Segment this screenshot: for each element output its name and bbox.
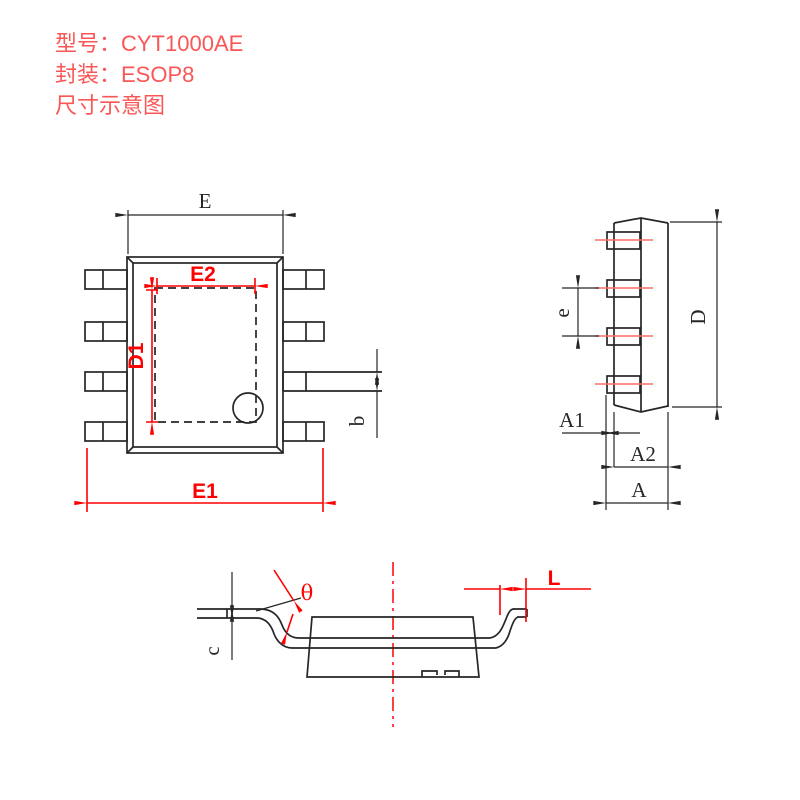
dim-label-b: b [345,416,369,427]
dim-label-D: D [686,309,710,324]
dim-label-E2: E2 [190,263,216,286]
side-body-outline [613,217,669,413]
body-notch [421,670,460,677]
package-body-outline [126,256,284,454]
height-extension-lines [605,395,669,510]
dim-b: b [345,349,380,438]
top-view: E E2 D1 E1 [74,189,382,512]
profile-body [306,616,480,678]
dim-label-E: E [199,189,212,213]
pin [282,321,325,342]
pin [84,421,128,442]
dim-e: e [550,275,599,349]
dim-label-A2: A2 [630,442,656,466]
dim-D1: D1 [125,277,158,435]
caption-line: 尺寸示意图 [55,93,166,118]
right-lead [489,608,528,649]
left-lead [197,608,300,649]
side-pins [606,231,641,394]
dim-c: c [200,572,235,660]
dim-E2: E2 [144,263,268,294]
dim-E1: E1 [74,448,336,512]
pin [84,321,128,342]
dim-E: E [115,189,296,254]
dim-label-D1: D1 [125,342,148,369]
model-line: 型号：CYT1000AE [55,31,244,56]
pin [282,421,325,442]
dim-label-A1: A1 [559,408,585,432]
dim-label-A: A [631,478,647,502]
pin1-marker [232,392,264,424]
pin-centerlines [595,239,653,385]
dim-D: D [670,209,722,420]
left-pins [84,269,128,442]
dim-A: A [593,478,681,506]
profile-view: θ c L [197,562,591,727]
pin [282,269,325,290]
dim-L: L [464,567,591,622]
pin [84,371,128,392]
dim-label-theta: θ [301,581,314,605]
dim-label-e: e [550,308,574,317]
right-pins [282,269,382,442]
side-view: e D A1 A2 A [550,209,722,510]
dim-A2: A2 [601,442,681,470]
pin [84,269,128,290]
exposed-pad [154,287,257,423]
title-block: 型号：CYT1000AE 封装：ESOP8 尺寸示意图 [55,28,243,121]
dim-label-L: L [548,567,561,590]
pin-long [282,371,382,392]
dim-label-c: c [200,646,224,655]
dim-theta: θ [255,569,314,645]
package-line: 封装：ESOP8 [55,62,195,87]
dim-label-E1: E1 [192,480,218,503]
dim-A1: A1 [559,408,640,436]
lead-lines [292,637,496,649]
